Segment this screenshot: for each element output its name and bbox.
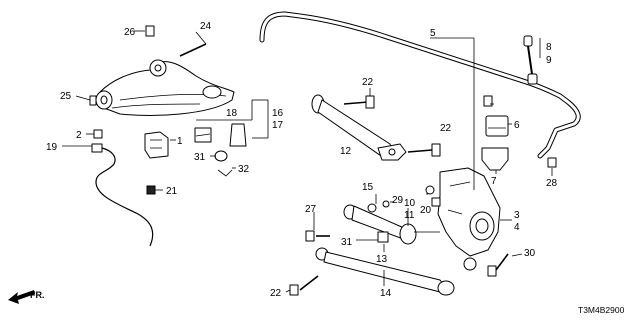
lower-arm-c xyxy=(315,247,455,296)
callout-5: 5 xyxy=(430,28,436,39)
callout-13: 13 xyxy=(376,254,388,265)
callout-28: 29 xyxy=(392,195,404,206)
upper-arm xyxy=(311,94,407,161)
callout-11: 11 xyxy=(404,210,415,221)
callout-1: 1 xyxy=(177,136,183,147)
callout-4: 4 xyxy=(514,222,520,233)
callout-10: 10 xyxy=(404,198,416,209)
callout-26: 30 xyxy=(524,248,536,259)
callout-23a: 24 xyxy=(200,21,212,32)
bracket xyxy=(144,131,169,159)
lower-arm-a xyxy=(95,59,235,116)
stabilizer-link xyxy=(523,35,538,85)
callout-23b: 25 xyxy=(60,91,72,102)
callout-7: 7 xyxy=(491,176,497,187)
callout-31: 32 xyxy=(238,164,250,175)
callout-15: 15 xyxy=(362,182,374,193)
callout-29: 31 xyxy=(194,152,206,163)
callout-18: 18 xyxy=(226,108,238,119)
bump-stop xyxy=(194,123,247,162)
knuckle xyxy=(437,167,501,271)
diagram-code: T3M4B2900 xyxy=(578,305,625,315)
callout-19: 19 xyxy=(46,142,58,153)
callout-labels: 26 24 25 2 19 1 21 16 17 18 31 32 22 22 … xyxy=(46,21,558,299)
callout-22a: 22 xyxy=(362,77,374,88)
stabilizer-bushing xyxy=(481,115,509,171)
front-label: FR. xyxy=(30,290,45,300)
hardware xyxy=(89,25,557,296)
callout-9: 9 xyxy=(546,55,552,66)
callout-22b: 22 xyxy=(440,123,452,134)
callout-22c: 22 xyxy=(270,288,282,299)
lower-arm-b xyxy=(343,204,440,245)
stabilizer-bar xyxy=(259,11,581,159)
callout-30: 31 xyxy=(341,237,353,248)
callout-27: 28 xyxy=(546,178,558,189)
callout-20: 20 xyxy=(420,205,432,216)
callout-25: 27 xyxy=(305,204,317,215)
callout-21: 21 xyxy=(166,186,178,197)
callout-2: 2 xyxy=(76,130,82,141)
speed-sensor-harness xyxy=(91,129,156,247)
callout-14: 14 xyxy=(380,288,392,299)
callout-6: 6 xyxy=(514,120,520,131)
callout-17: 17 xyxy=(272,120,284,131)
callout-16: 16 xyxy=(272,108,284,119)
callout-3: 3 xyxy=(514,210,520,221)
leader-lines xyxy=(62,30,553,293)
callout-24: 26 xyxy=(124,27,136,38)
front-direction-arrow: FR. xyxy=(8,290,45,304)
callout-12: 12 xyxy=(340,146,352,157)
callout-8: 8 xyxy=(546,42,552,53)
clip xyxy=(217,169,233,177)
